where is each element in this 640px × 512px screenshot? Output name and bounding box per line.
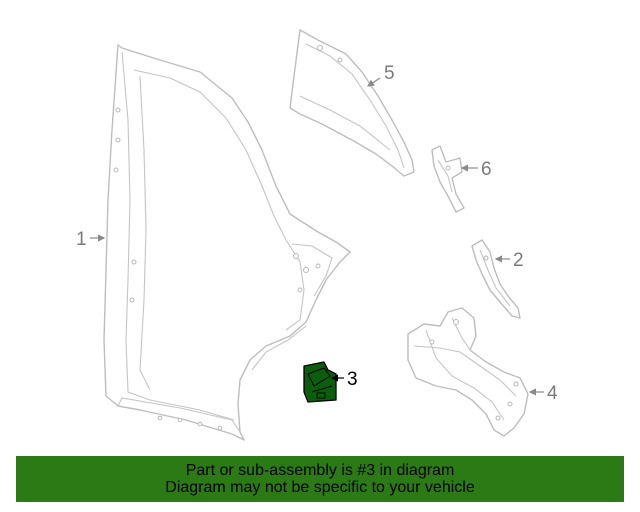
callout-4[interactable]: 4 <box>547 383 558 404</box>
callout-5-leader <box>367 77 381 87</box>
part-4-reinforcement[interactable] <box>407 307 529 437</box>
callout-6[interactable]: 6 <box>481 159 492 180</box>
part-2-bracket[interactable] <box>471 239 521 319</box>
callout-5[interactable]: 5 <box>384 63 395 84</box>
part-6-bracket[interactable] <box>431 145 465 213</box>
callout-1[interactable]: 1 <box>76 229 87 250</box>
part-3-highlighted-bracket[interactable] <box>303 361 337 403</box>
callout-2[interactable]: 2 <box>513 250 524 271</box>
callout-3[interactable]: 3 <box>347 369 358 390</box>
banner-line-2: Diagram may not be specific to your vehi… <box>165 479 475 496</box>
part-1-body-side-panel[interactable] <box>103 44 351 441</box>
banner-line-1: Part or sub-assembly is #3 in diagram <box>185 462 455 479</box>
info-banner: Part or sub-assembly is #3 in diagram Di… <box>16 456 624 502</box>
part-5-upper-panel[interactable] <box>289 29 415 177</box>
